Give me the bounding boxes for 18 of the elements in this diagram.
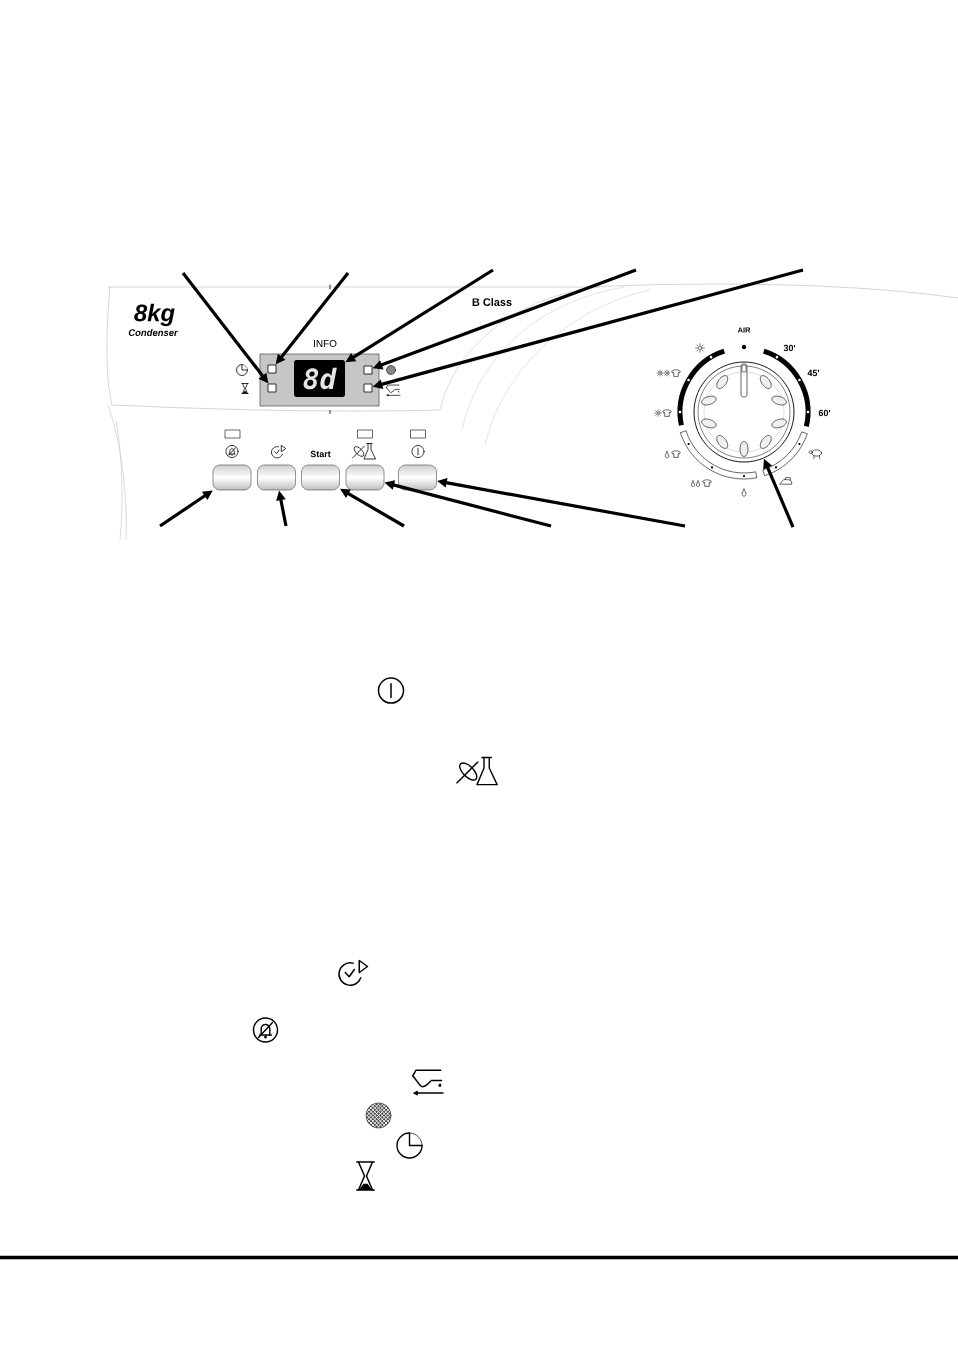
type-label: Condenser <box>128 329 179 336</box>
push-button <box>345 464 385 491</box>
node-label: Start <box>310 450 331 458</box>
push-button <box>212 464 252 491</box>
class-label: B Class <box>472 298 512 307</box>
push-button <box>257 464 296 491</box>
time-label: 45' <box>807 369 820 377</box>
indicator-light <box>363 365 373 375</box>
digital-display: 8d <box>294 360 345 397</box>
capacity-label: 8kg <box>134 303 175 327</box>
indicator-light <box>267 364 277 374</box>
indicator-light <box>267 383 277 393</box>
start-button: Start <box>301 450 340 491</box>
indicator-light <box>363 383 373 393</box>
time-label: 30' <box>783 344 796 352</box>
push-button <box>398 464 437 491</box>
node-label: INFO <box>314 339 337 348</box>
time-label: 60' <box>818 409 831 417</box>
